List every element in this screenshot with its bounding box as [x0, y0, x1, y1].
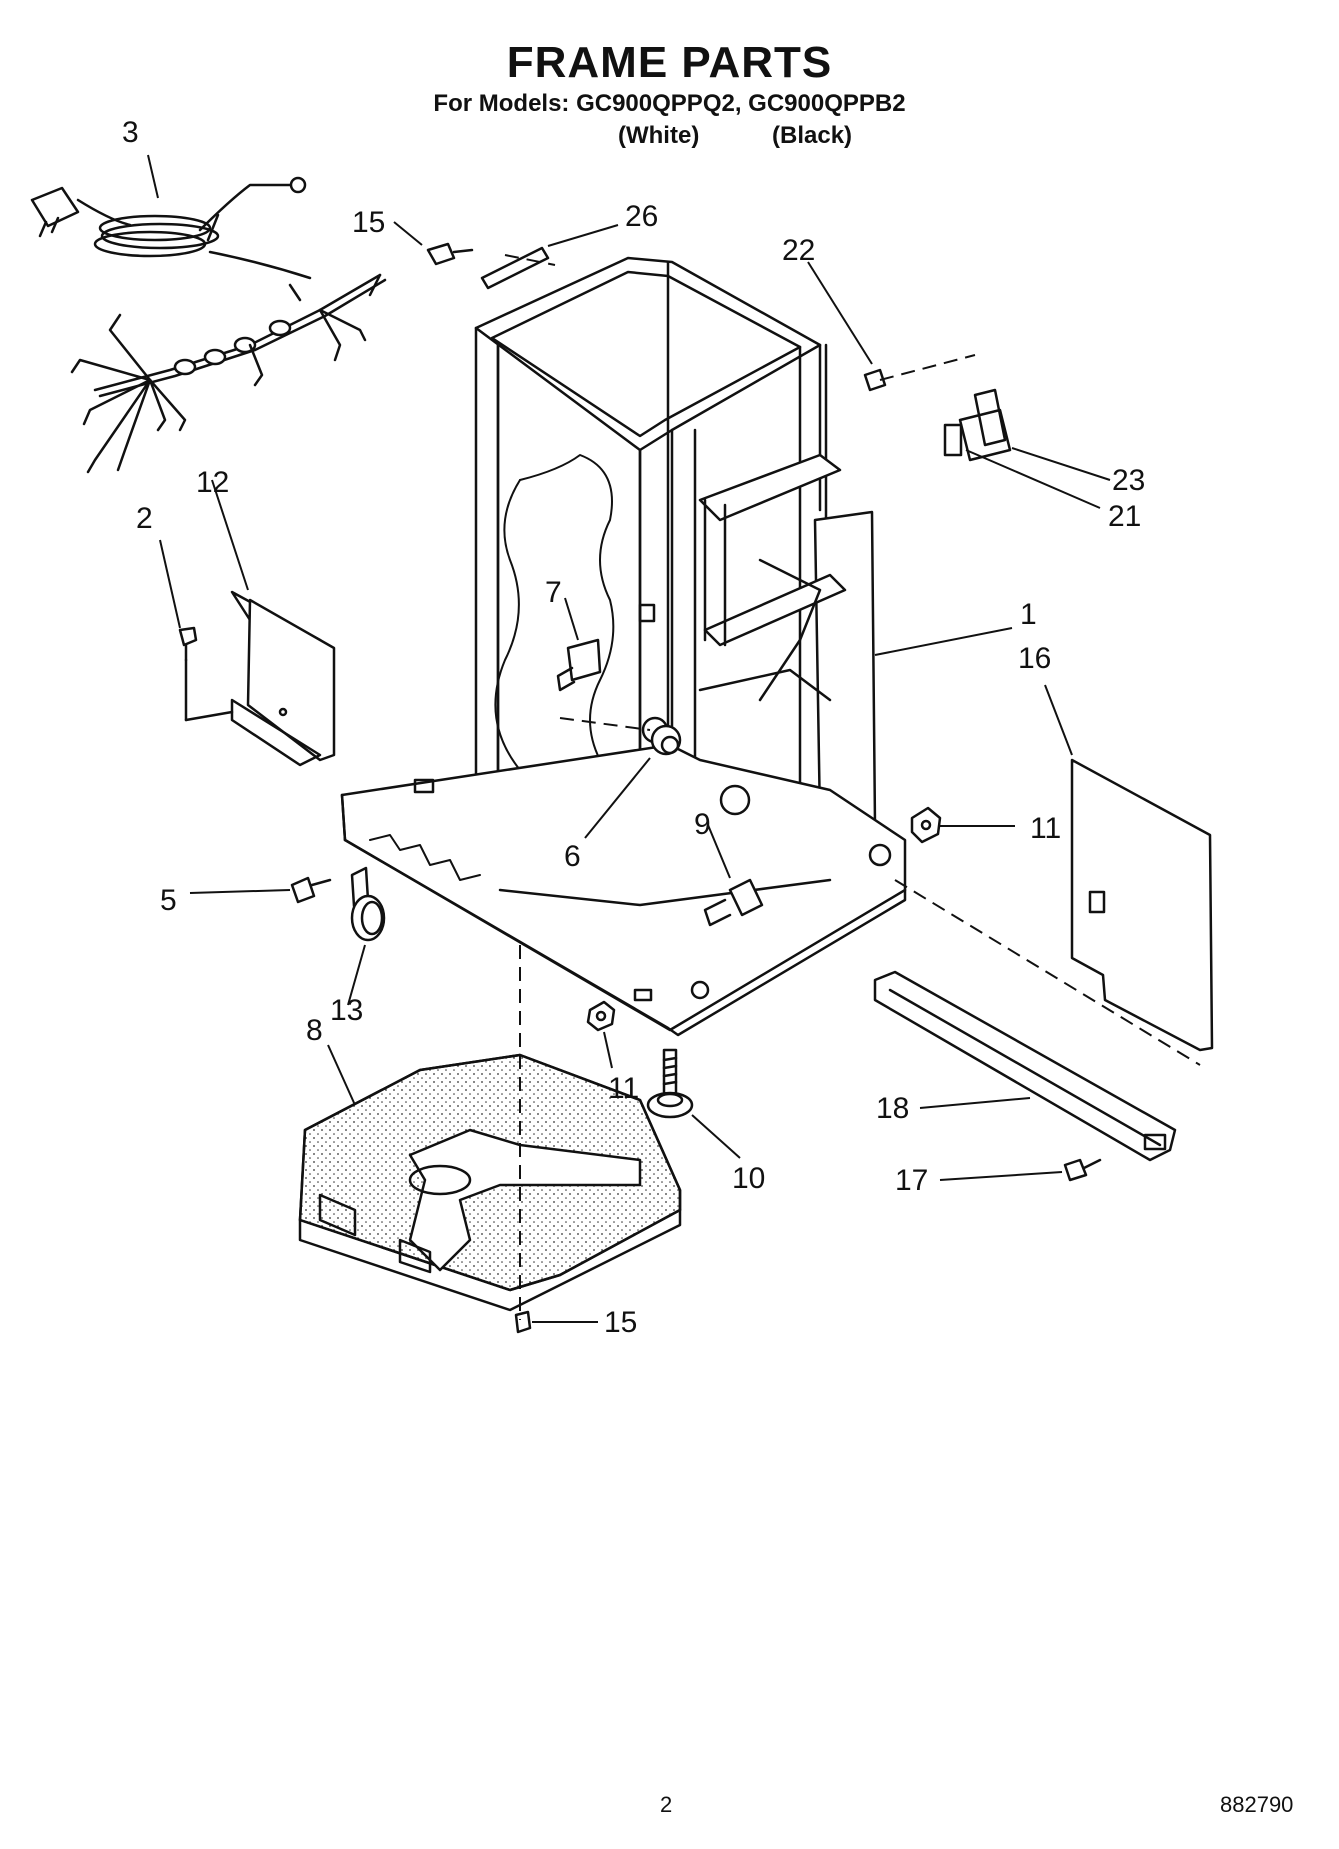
callout-6: 6: [564, 840, 581, 873]
callout-26: 26: [625, 200, 658, 233]
switch-7-part: [556, 603, 656, 692]
screw-17-part: [1063, 1158, 1102, 1182]
base-edge-detail: [369, 834, 481, 881]
leader-lines: [147, 154, 1111, 1323]
shield-12-part: [230, 590, 336, 767]
callout-9: 9: [694, 808, 711, 841]
callout-1: 1: [1020, 598, 1037, 631]
callout-22: 22: [782, 234, 815, 267]
bracket-22-part: [863, 368, 887, 392]
rear-panel-16-part: [1070, 758, 1214, 1052]
callout-18: 18: [876, 1092, 909, 1125]
switch-bracket-23-part: [943, 388, 1012, 462]
callout-16: 16: [1018, 642, 1051, 675]
assembly-lines: [504, 254, 1201, 1320]
callout-11-bottom: 11: [608, 1072, 639, 1105]
rail-18-part: [873, 970, 1177, 1162]
callout-11-right: 11: [1030, 812, 1061, 845]
bracket-26-part: [480, 246, 550, 290]
callout-12: 12: [196, 466, 229, 499]
callout-labels: 3 15 26 22 23 21 12 2 7 1 16 11 6 9 5 13…: [122, 116, 1145, 1339]
screw-15-bottom-part: [514, 1310, 532, 1334]
nut-11-right-part: [910, 806, 942, 844]
callout-23: 23: [1112, 464, 1145, 497]
callout-2: 2: [136, 502, 153, 535]
variant-black-label: (Black): [772, 122, 853, 149]
caster-13-part: [350, 866, 386, 942]
callout-10: 10: [732, 1162, 765, 1195]
callout-13: 13: [330, 994, 363, 1027]
screw-5-part: [290, 876, 332, 904]
screw-2-part: [178, 626, 234, 722]
page-number: 2: [660, 1792, 673, 1817]
thermostat-6-part: [641, 716, 682, 756]
base-pan-8-part: [298, 1053, 682, 1312]
page-title: FRAME PARTS: [506, 38, 833, 87]
screw-15-top-part: [426, 242, 474, 266]
main-frame-part: [340, 256, 907, 1037]
leveling-leg-10-part: [646, 1048, 694, 1119]
power-cord-part: [30, 176, 312, 280]
callout-15-top: 15: [352, 206, 385, 239]
callout-17: 17: [895, 1164, 928, 1197]
fitting-9-part: [703, 878, 764, 927]
models-line: For Models: GC900QPPQ2, GC900QPPB2: [433, 90, 906, 117]
document-code: 882790: [1220, 1792, 1294, 1817]
callout-7: 7: [545, 576, 562, 609]
variant-white-label: (White): [618, 122, 700, 149]
callout-21: 21: [1108, 500, 1141, 533]
callout-8: 8: [306, 1014, 323, 1047]
callout-5: 5: [160, 884, 177, 917]
nut-11-bottom-part: [586, 1000, 616, 1032]
wire-harness-part: [70, 273, 387, 474]
callout-3: 3: [122, 116, 139, 149]
callout-15-bottom: 15: [604, 1306, 637, 1339]
